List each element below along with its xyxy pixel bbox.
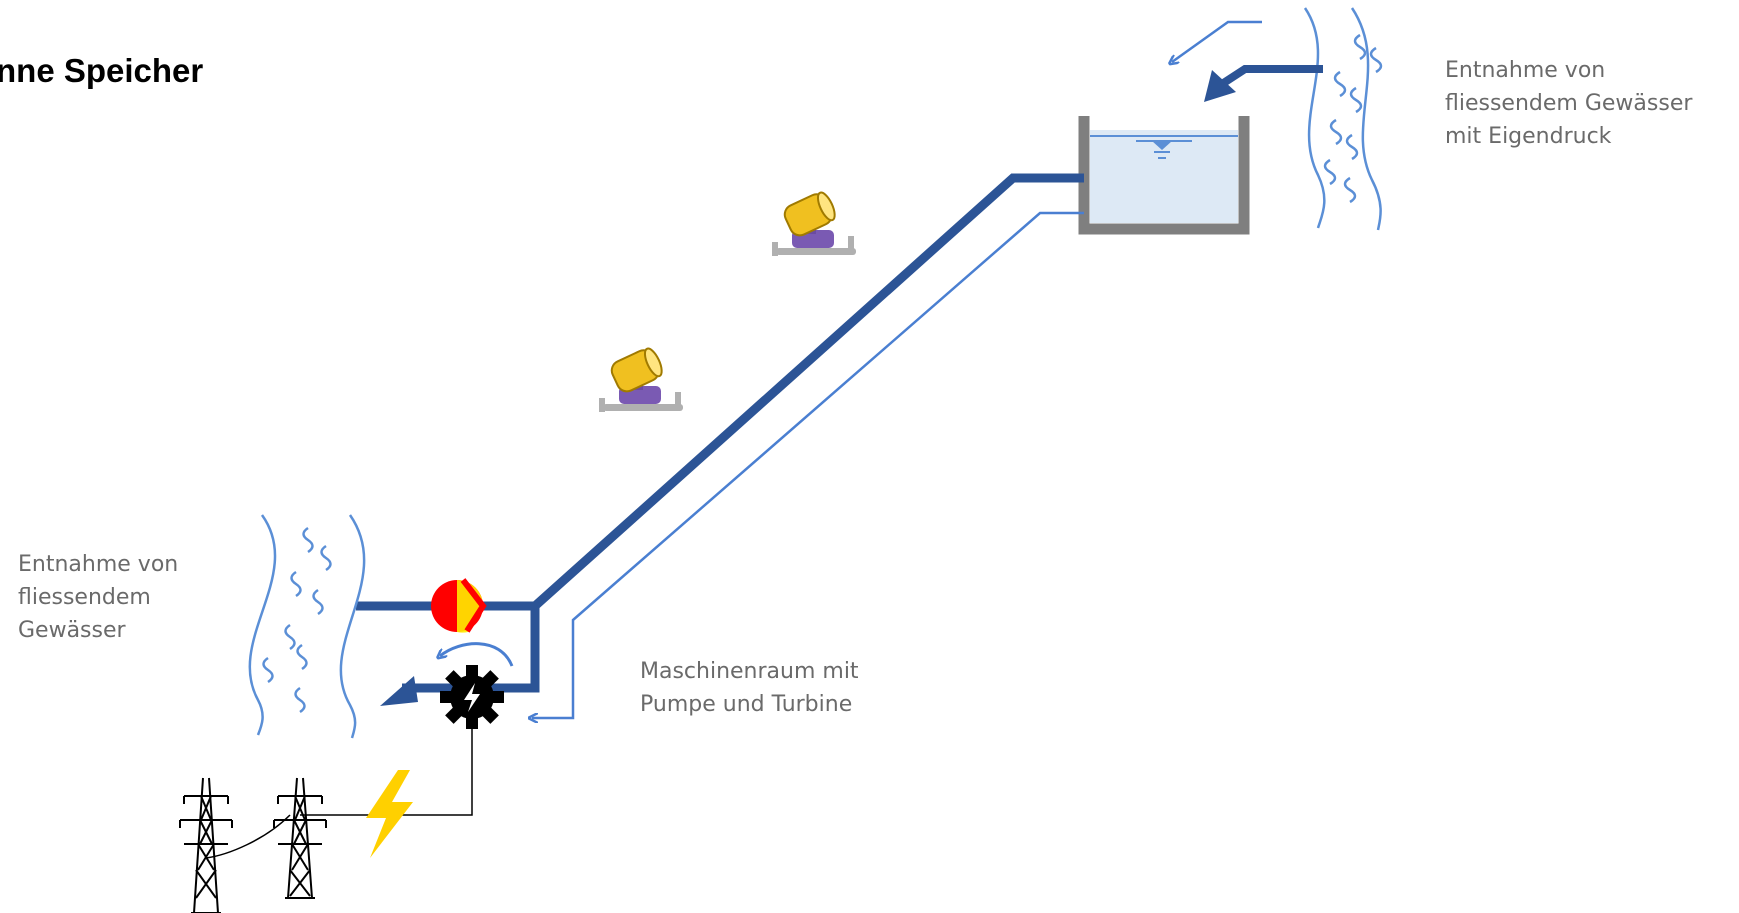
rotation-arrow [440, 642, 514, 667]
penstock-pipe [356, 173, 1084, 611]
inflow-arrow-thin [1172, 20, 1262, 62]
label-line: fliessendem Gewässer [1445, 91, 1693, 116]
label-line: fliessendem [18, 585, 151, 610]
snow-cannon-icon [772, 191, 856, 256]
label-line: Entnahme von [1445, 58, 1606, 83]
snow-cannon-icon [599, 347, 683, 412]
flow-direction-line [532, 211, 1084, 718]
label-line: Maschinenraum mit [640, 659, 859, 684]
power-pylon-icon [179, 777, 233, 913]
machine-room-pipe [402, 602, 540, 693]
intake-left-label: Entnahme von fliessendem Gewässer [18, 548, 178, 647]
label-line: Gewässer [18, 618, 126, 643]
intake-pressure-label: Entnahme von fliessendem Gewässer mit Ei… [1445, 54, 1692, 153]
turbine-gear-icon [440, 665, 504, 729]
power-line [300, 729, 473, 816]
page-title: nne Speicher [0, 52, 204, 89]
pylon-cable [205, 814, 291, 859]
label-line: Entnahme von [18, 552, 179, 577]
inflow-arrow-thick [1204, 65, 1323, 102]
machine-room-label: Maschinenraum mit Pumpe und Turbine [640, 655, 859, 721]
water-waves-icon [248, 514, 366, 739]
water-waves-icon [1303, 7, 1383, 231]
power-pylon-icon [273, 777, 327, 899]
outflow-arrow [380, 676, 418, 706]
reservoir-icon [1078, 116, 1250, 235]
lightning-icon [366, 770, 413, 858]
valve-icon [431, 578, 487, 633]
label-line: Pumpe und Turbine [640, 692, 853, 717]
label-line: mit Eigendruck [1445, 124, 1612, 149]
